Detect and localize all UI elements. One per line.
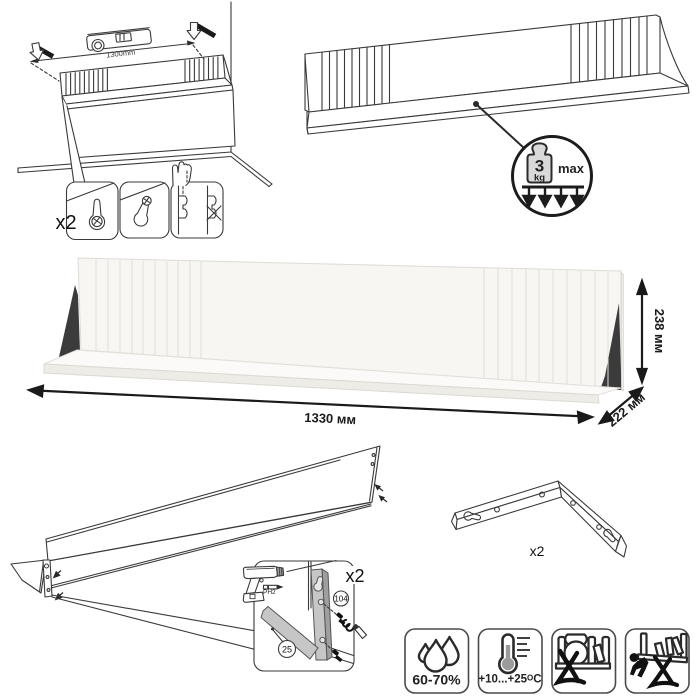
svg-text:+10...+25OC: +10...+25OC	[478, 673, 541, 685]
svg-text:238 мм: 238 мм	[652, 309, 667, 354]
svg-text:PH2: PH2	[263, 589, 276, 596]
svg-text:max: max	[558, 161, 585, 176]
svg-text:x2: x2	[345, 566, 364, 586]
svg-text:25: 25	[282, 645, 292, 655]
svg-text:kg: kg	[534, 173, 545, 184]
svg-text:1300mm: 1300mm	[106, 47, 136, 59]
svg-text:60-70%: 60-70%	[412, 672, 461, 688]
svg-text:x2: x2	[530, 543, 545, 559]
svg-text:x2: x2	[55, 212, 76, 234]
svg-text:104: 104	[334, 595, 348, 604]
svg-text:3: 3	[535, 157, 544, 176]
svg-text:1330 мм: 1330 мм	[304, 410, 356, 427]
